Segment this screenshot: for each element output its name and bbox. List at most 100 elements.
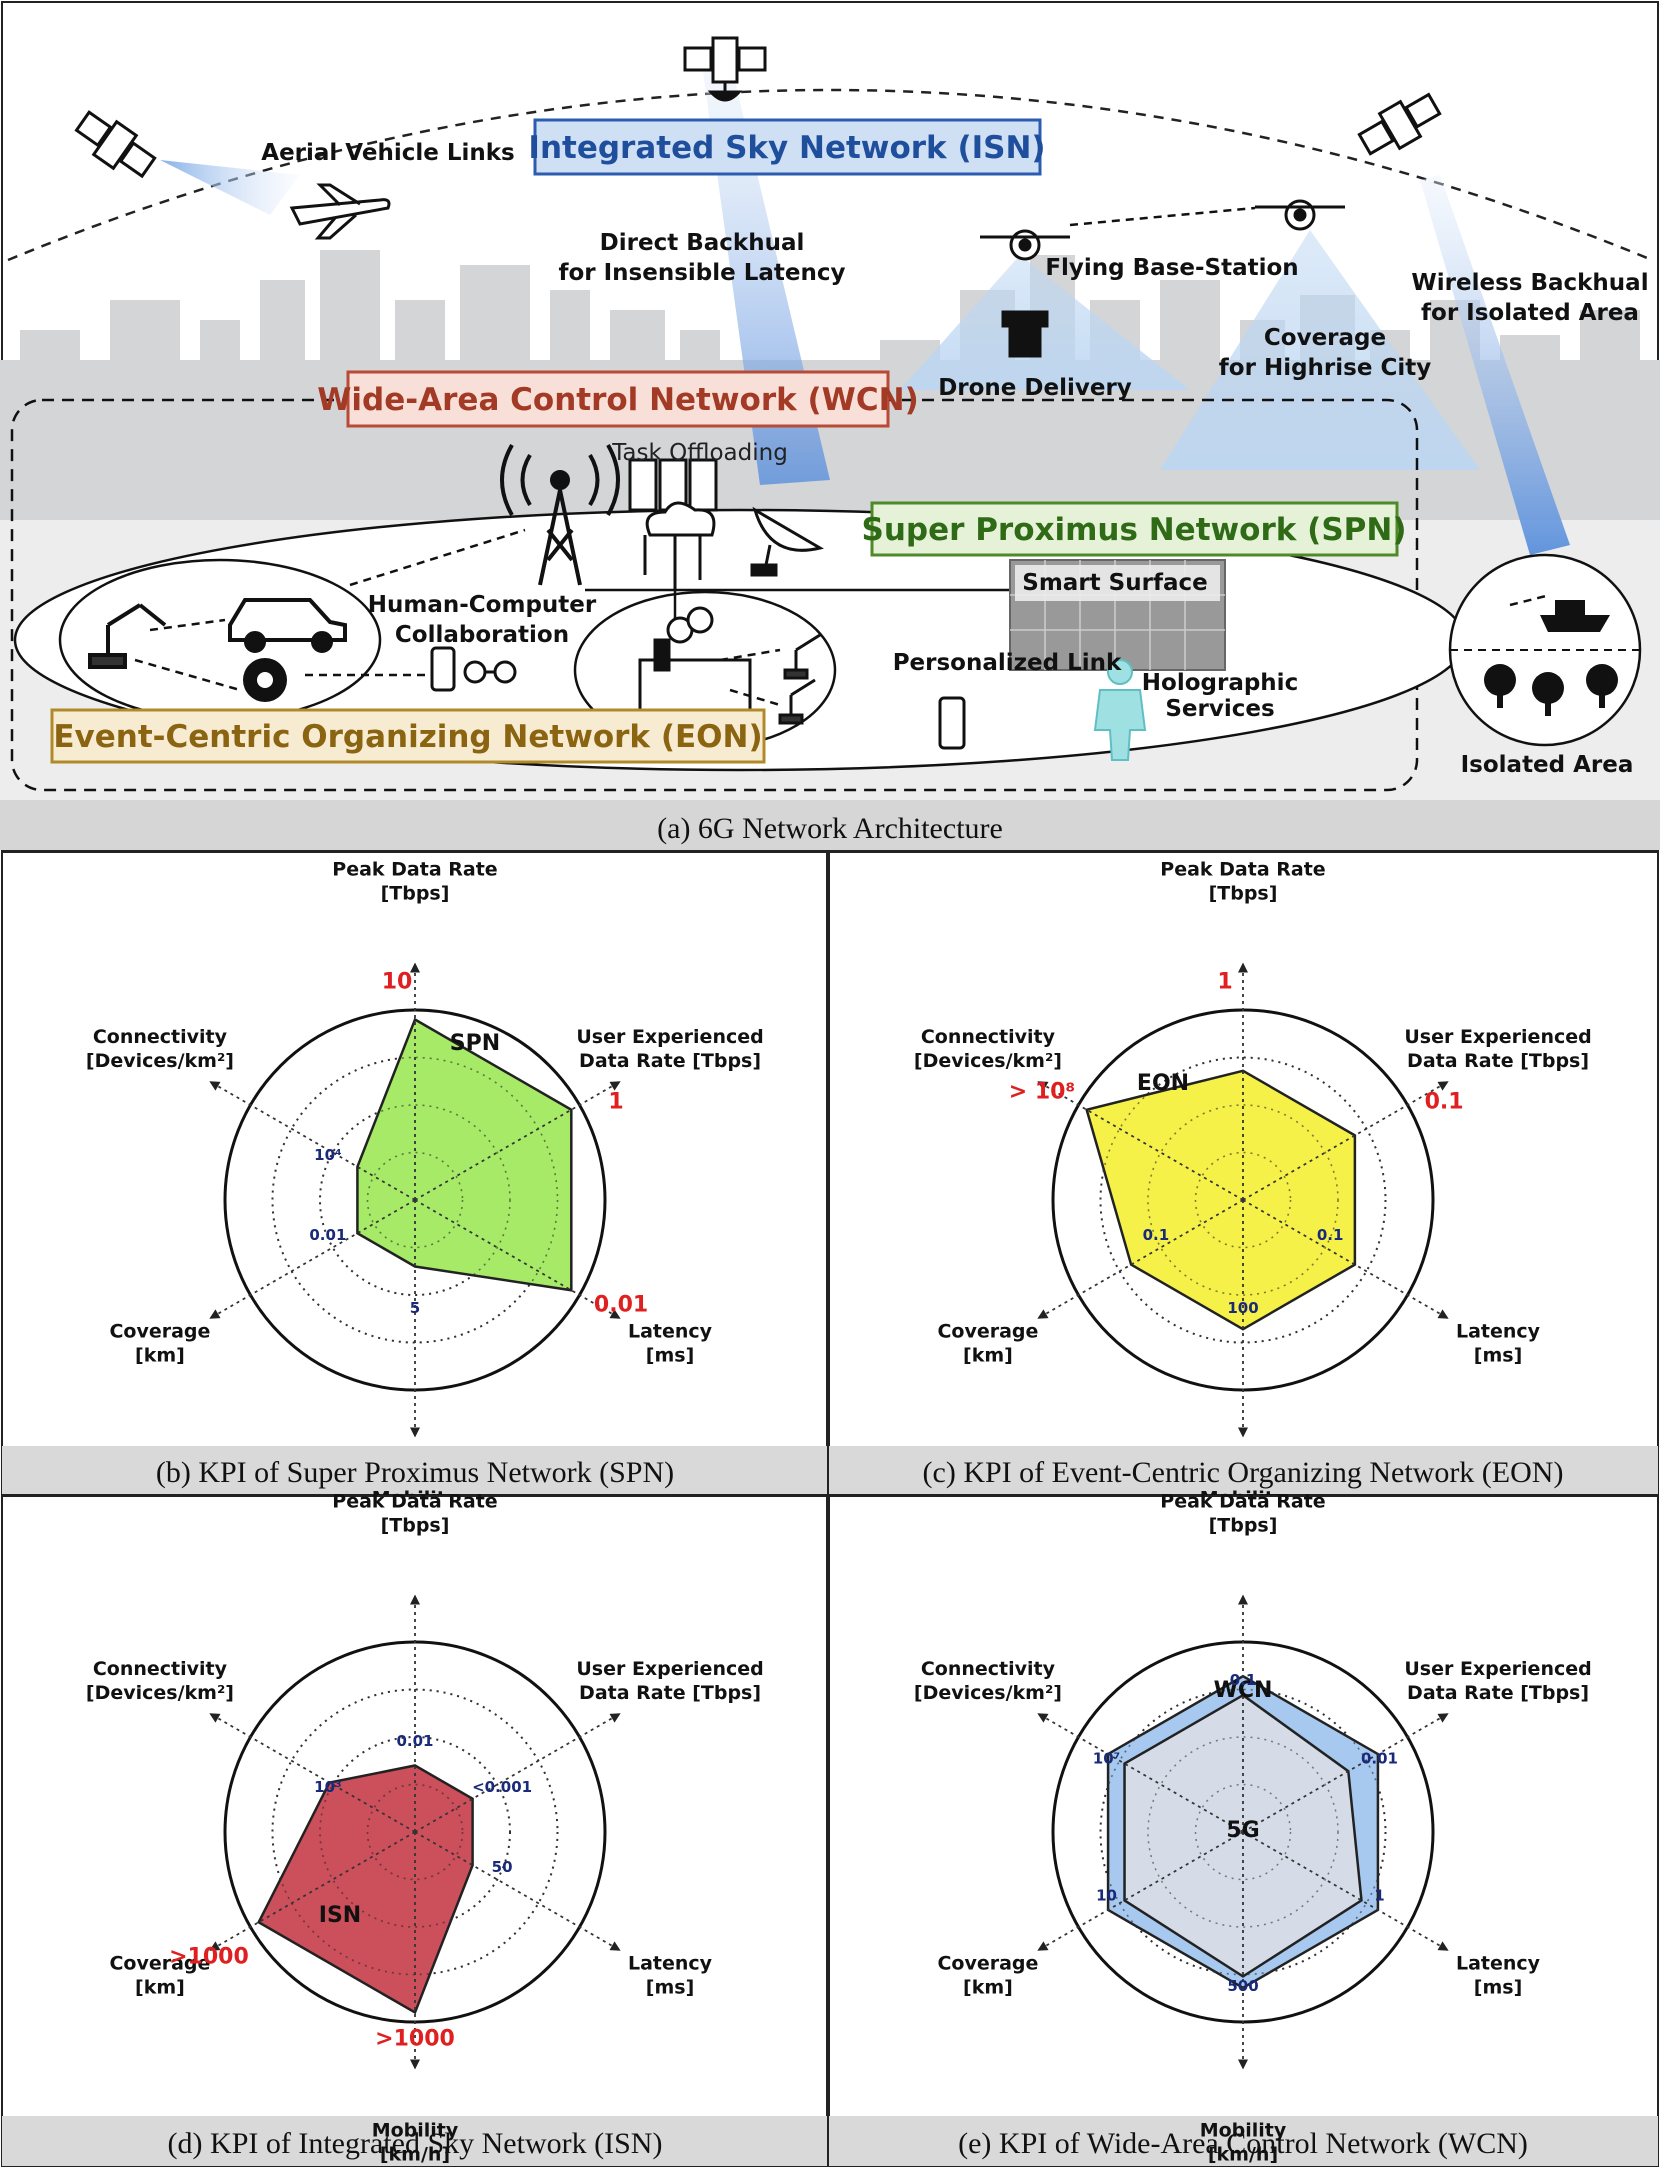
radar-axis-arrow: [209, 1081, 221, 1091]
radar-grid-ring: [1099, 1688, 1387, 1976]
radar-grid-ring: [366, 1151, 464, 1249]
radar-highlight-label-latency: 0.01: [594, 1293, 648, 1318]
server-cloud-icon: [628, 458, 718, 590]
radar-axis-latency: [414, 1831, 622, 1952]
cell-tower-icon: [500, 444, 620, 586]
glasses-icon: [463, 660, 517, 684]
eon-banner: Event-Centric Organizing Network (EON): [50, 708, 766, 764]
label-flying-bs: Flying Base-Station: [1045, 255, 1298, 281]
radar-axis-label-connectivity: [Devices/km²]: [914, 1682, 1062, 1704]
robot-arm-icon: [88, 603, 167, 669]
radar-axis-coverage: [208, 1199, 416, 1320]
car-icon: [228, 598, 347, 653]
radar-axis-arrow: [1238, 2059, 1248, 2070]
radar-axis-label-user: User Experienced: [576, 1658, 763, 1680]
drone-icon: [980, 199, 1345, 358]
radar-axis-arrow: [1437, 1941, 1449, 1951]
radar-axis-user: [414, 1712, 622, 1833]
radar-tick-label-mobility: 5: [410, 1299, 420, 1317]
human-hologram-icon: [1093, 659, 1147, 761]
radar-axis-arrow: [209, 1713, 221, 1723]
radar-axis-connectivity: [1036, 1712, 1244, 1833]
radar-axis-arrow: [1437, 1081, 1449, 1091]
radar-axis-label-coverage: [km]: [963, 1976, 1013, 1998]
label-coverage-1: Coverage: [1264, 325, 1386, 351]
label-hcc-1: Human-Computer: [368, 592, 597, 618]
radar-axis-label-latency: [ms]: [646, 1344, 694, 1366]
label-drone: Drone Delivery: [938, 375, 1132, 401]
isolated-area: [1448, 553, 1642, 747]
radar-axis-arrow: [209, 1941, 221, 1951]
svg-text:Integrated Sky Network (ISN): Integrated Sky Network (ISN): [528, 130, 1045, 166]
tree-icon: [1484, 664, 1618, 716]
radar-axis-arrow: [1037, 1309, 1049, 1319]
radar-grid-ring: [271, 1688, 559, 1976]
smart-surface: [1009, 559, 1226, 671]
radar-axis-label-latency: [ms]: [1474, 1976, 1522, 1998]
radar-grid-ring: [319, 1736, 511, 1928]
svg-text:Wide-Area Control Network (WCN: Wide-Area Control Network (WCN): [317, 382, 919, 418]
radar-axis-arrow: [410, 962, 420, 973]
kpi-panel-e: Peak Data Rate[Tbps]User ExperiencedData…: [828, 1491, 1659, 2167]
radar-tick-label-coverage: 0.1: [1143, 1226, 1170, 1244]
radar-axis-label-user: Data Rate [Tbps]: [579, 1050, 761, 1072]
radar-axis-latency: [1242, 1831, 1450, 1952]
isn-banner: Integrated Sky Network (ISN): [528, 118, 1046, 176]
radar-axis-label-user: Data Rate [Tbps]: [1407, 1682, 1589, 1704]
svg-text:Super Proximus Network (SPN): Super Proximus Network (SPN): [862, 512, 1407, 548]
radar-axis-arrow: [1238, 1594, 1248, 1605]
label-backhaul-2: for Insensible Latency: [558, 260, 845, 286]
radar-axis-arrow: [410, 1427, 420, 1438]
label-hcc-2: Collaboration: [395, 622, 569, 648]
radar-axis-arrow: [410, 2059, 420, 2070]
radar-axis-user: [414, 1080, 622, 1201]
radar-axis-label-mobility: Mobility: [1200, 2120, 1287, 2142]
caption-e: (e) KPI of Wide-Area Control Network (WC…: [958, 2127, 1528, 2160]
radar-axis-label-peak: [Tbps]: [1209, 883, 1278, 905]
radar-axis-label-peak: [Tbps]: [1209, 1515, 1278, 1537]
radar-axis-user: [1242, 1080, 1450, 1201]
radar-axis-arrow: [609, 1941, 621, 1951]
radar-grid-ring: [1147, 1104, 1339, 1296]
radar-axis-connectivity: [208, 1080, 416, 1201]
radar-tick-label-latency: 50: [492, 1858, 513, 1876]
radar-axis-label-latency: Latency: [1456, 1952, 1541, 1974]
radar-tick-label-latency: 0.1: [1317, 1226, 1344, 1244]
radar-axis-arrow: [609, 1713, 621, 1723]
radar-highlight-label-mobility: >1000: [375, 2026, 455, 2051]
radar-axis-arrow: [609, 1309, 621, 1319]
radar-grid-ring: [366, 1783, 464, 1881]
radar-grid-ring: [1099, 1056, 1387, 1344]
radar-axis-label-coverage: Coverage: [109, 1952, 210, 1974]
radar-axis-label-mobility: Mobility: [372, 2120, 459, 2142]
radar-axis-label-latency: [ms]: [1474, 1344, 1522, 1366]
radar-axis-label-peak: Peak Data Rate: [1160, 859, 1325, 881]
radar-axis-label-connectivity: Connectivity: [921, 1658, 1056, 1680]
kpi-panel-d: Peak Data Rate[Tbps]User ExperiencedData…: [1, 1491, 828, 2167]
radar-series-label: EON: [1137, 1071, 1189, 1096]
radar-axis-label-coverage: Coverage: [109, 1320, 210, 1342]
radar-tick-label-latency: 1: [1374, 1886, 1384, 1904]
kpi-panel-b: Peak Data Rate[Tbps]User ExperiencedData…: [1, 851, 828, 1534]
radar-axis-label-user: User Experienced: [576, 1026, 763, 1048]
radar-tick-label-coverage: 10: [1096, 1886, 1117, 1904]
radar-tick-label-coverage: 0.01: [309, 1226, 346, 1244]
radar-axis-arrow: [1037, 1081, 1049, 1091]
caption-a: (a) 6G Network Architecture: [657, 812, 1003, 845]
radar-tick-label-peak: 0.1: [1230, 1671, 1257, 1689]
radar-axis-label-coverage: [km]: [135, 1976, 185, 1998]
radar-tick-label-user: <0.001: [472, 1778, 532, 1796]
airplane-icon: [289, 183, 391, 240]
label-coverage-2: for Highrise City: [1219, 355, 1431, 381]
label-personal: Personalized Link: [893, 650, 1122, 676]
radar-axis-label-connectivity: Connectivity: [921, 1026, 1056, 1048]
radar-chart-wcn: Peak Data Rate[Tbps]User ExperiencedData…: [914, 1491, 1592, 2166]
radar-grid-ring: [1147, 1736, 1339, 1928]
radar-highlight-label-peak: 1: [1217, 970, 1232, 995]
radar-axis-coverage: [1036, 1199, 1244, 1320]
wcn-banner: Wide-Area Control Network (WCN): [317, 370, 919, 428]
radar-axis-label-latency: Latency: [628, 1952, 713, 1974]
radar-axis-label-coverage: Coverage: [937, 1952, 1038, 1974]
radar-highlight-label-user: 0.1: [1425, 1089, 1464, 1114]
